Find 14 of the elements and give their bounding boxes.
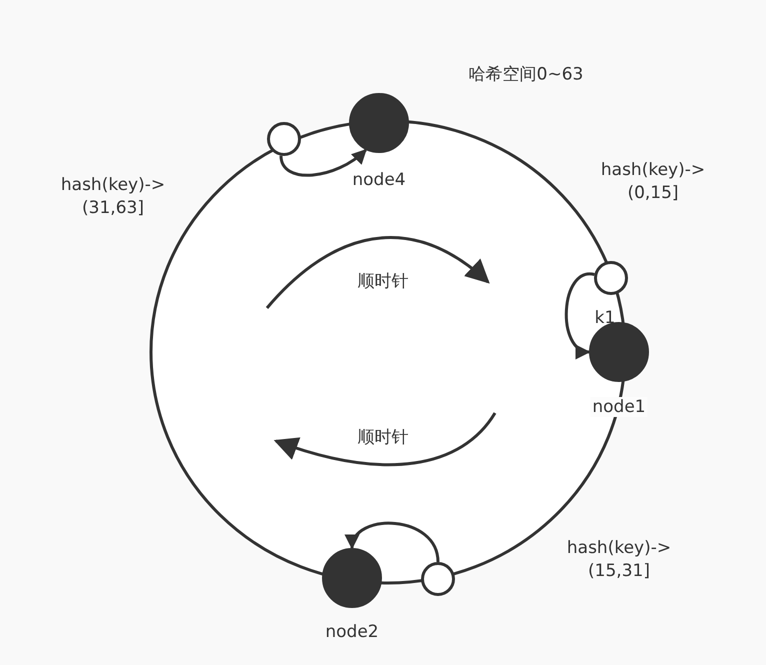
node-label: k1 <box>594 308 616 328</box>
small-circle <box>421 562 455 596</box>
range-label: hash(key)-> (15,31] <box>566 537 672 583</box>
range-label: hash(key)-> (0,15] <box>600 159 706 205</box>
node-label: node2 <box>325 622 379 642</box>
small-circle <box>267 122 301 156</box>
curved-arrow <box>280 148 367 177</box>
curved-arrow <box>564 272 594 356</box>
direction-label: 顺时针 <box>358 270 408 294</box>
curved-arrow <box>347 522 440 562</box>
direction-label: 顺时针 <box>358 426 408 450</box>
space-label: 哈希空间0~63 <box>468 64 584 86</box>
node-label: node4 <box>352 170 406 190</box>
range-label: hash(key)-> (31,63] <box>60 174 166 220</box>
